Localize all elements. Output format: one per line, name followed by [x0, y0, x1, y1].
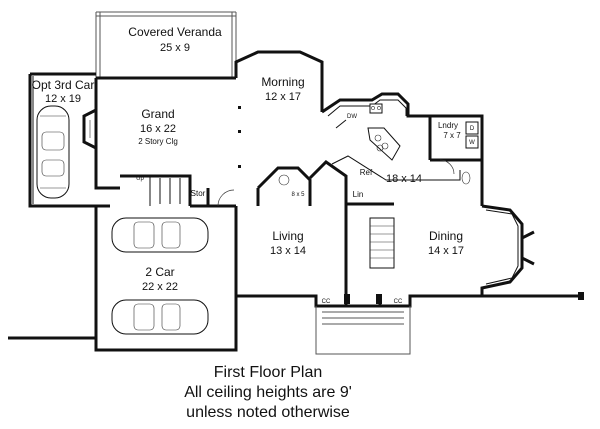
opt-car-label: Opt 3rd Car — [32, 78, 95, 92]
veranda-dimensions: 25 x 9 — [160, 42, 190, 54]
caption-ceiling-heights: All ceiling heights are 9' — [184, 384, 352, 401]
plan-caption: First Floor Plan All ceiling heights are… — [184, 364, 352, 421]
grand-ceiling-note: 2 Story Clg — [138, 137, 178, 146]
exterior-walls — [94, 50, 524, 352]
morning-label: Morning — [261, 75, 304, 89]
car-icon — [36, 105, 70, 199]
washer-label: W — [469, 140, 475, 146]
kitchen-dimensions: 18 x 14 — [386, 173, 422, 185]
two-car-garage: 2 Car 22 x 22 — [111, 217, 209, 335]
dining-label: Dining — [429, 229, 463, 243]
caption-title: First Floor Plan — [214, 364, 322, 381]
stair-up-label: Up — [136, 176, 144, 182]
coat-closet-left-label: CC — [322, 299, 331, 305]
grand-label: Grand — [141, 107, 174, 121]
veranda-label: Covered Veranda — [128, 25, 222, 39]
living-dimensions: 13 x 14 — [270, 245, 306, 257]
laundry-label: Lndry — [438, 121, 458, 130]
linen-label: Lin — [353, 190, 364, 199]
car-icon-bottom — [111, 299, 209, 335]
grand-room: Grand 16 x 22 2 Story Clg Up Stor — [120, 106, 241, 208]
opt-car-dimensions: 12 x 19 — [45, 93, 81, 105]
morning-room: Morning 12 x 17 — [261, 75, 304, 103]
laundry-dimensions: 7 x 7 — [443, 131, 461, 140]
bath-dimensions: 8 x 5 — [291, 192, 305, 198]
refrigerator-label: Ref — [360, 168, 373, 177]
caption-exception-note: unless noted otherwise — [186, 404, 350, 421]
garage-label: 2 Car — [145, 265, 174, 279]
coat-closet-right-label: CC — [394, 299, 403, 305]
dryer-label: D — [470, 126, 475, 132]
grand-dimensions: 16 x 22 — [140, 123, 176, 135]
dining-room: Dining 14 x 17 — [428, 209, 535, 285]
laundry-room: Lndry 7 x 7 D W — [428, 116, 482, 185]
kitchen-island — [367, 127, 401, 161]
car-icon-top — [111, 217, 209, 253]
powder-bath: 8 x 5 — [256, 160, 348, 206]
living-label: Living — [272, 229, 303, 243]
dining-dimensions: 14 x 17 — [428, 245, 464, 257]
morning-dimensions: 12 x 17 — [265, 91, 301, 103]
front-porch: CC CC — [315, 294, 411, 355]
kitchen: DW 18 x 14 Ref Lin — [327, 99, 461, 296]
covered-veranda: Covered Veranda 25 x 9 — [95, 11, 237, 78]
garage-dimensions: 22 x 22 — [142, 281, 178, 293]
grand-fireplace-icon — [82, 108, 97, 150]
dishwasher-label: DW — [347, 114, 357, 120]
living-room: Living 13 x 14 — [234, 206, 306, 296]
optional-third-car-garage: Opt 3rd Car 12 x 19 — [28, 72, 96, 208]
exterior-wall-extension-right — [482, 292, 584, 300]
storage-label: Stor — [191, 189, 206, 198]
